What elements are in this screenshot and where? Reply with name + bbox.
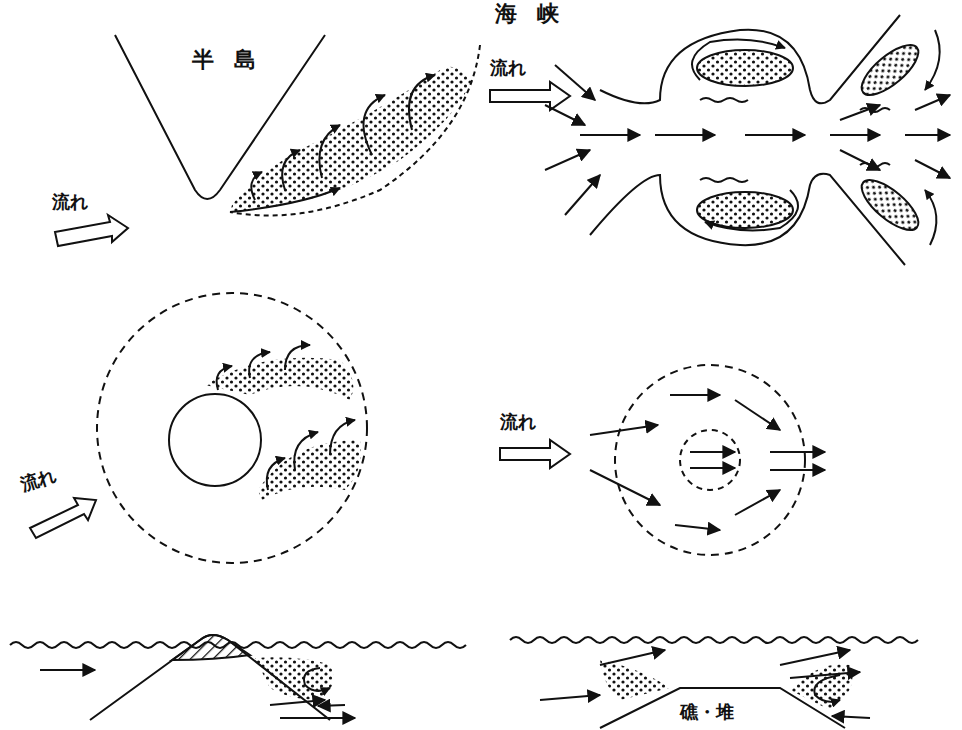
flow-label: 流れ	[500, 412, 536, 432]
flow-label: 流れ	[52, 192, 88, 212]
reef-bank-label: 礁・堆	[680, 702, 734, 722]
peninsula-label: 半島	[192, 48, 276, 72]
flow-label: 流れ	[18, 465, 58, 495]
strait-label: 海峡	[495, 2, 579, 26]
flow-label: 流れ	[490, 58, 526, 78]
